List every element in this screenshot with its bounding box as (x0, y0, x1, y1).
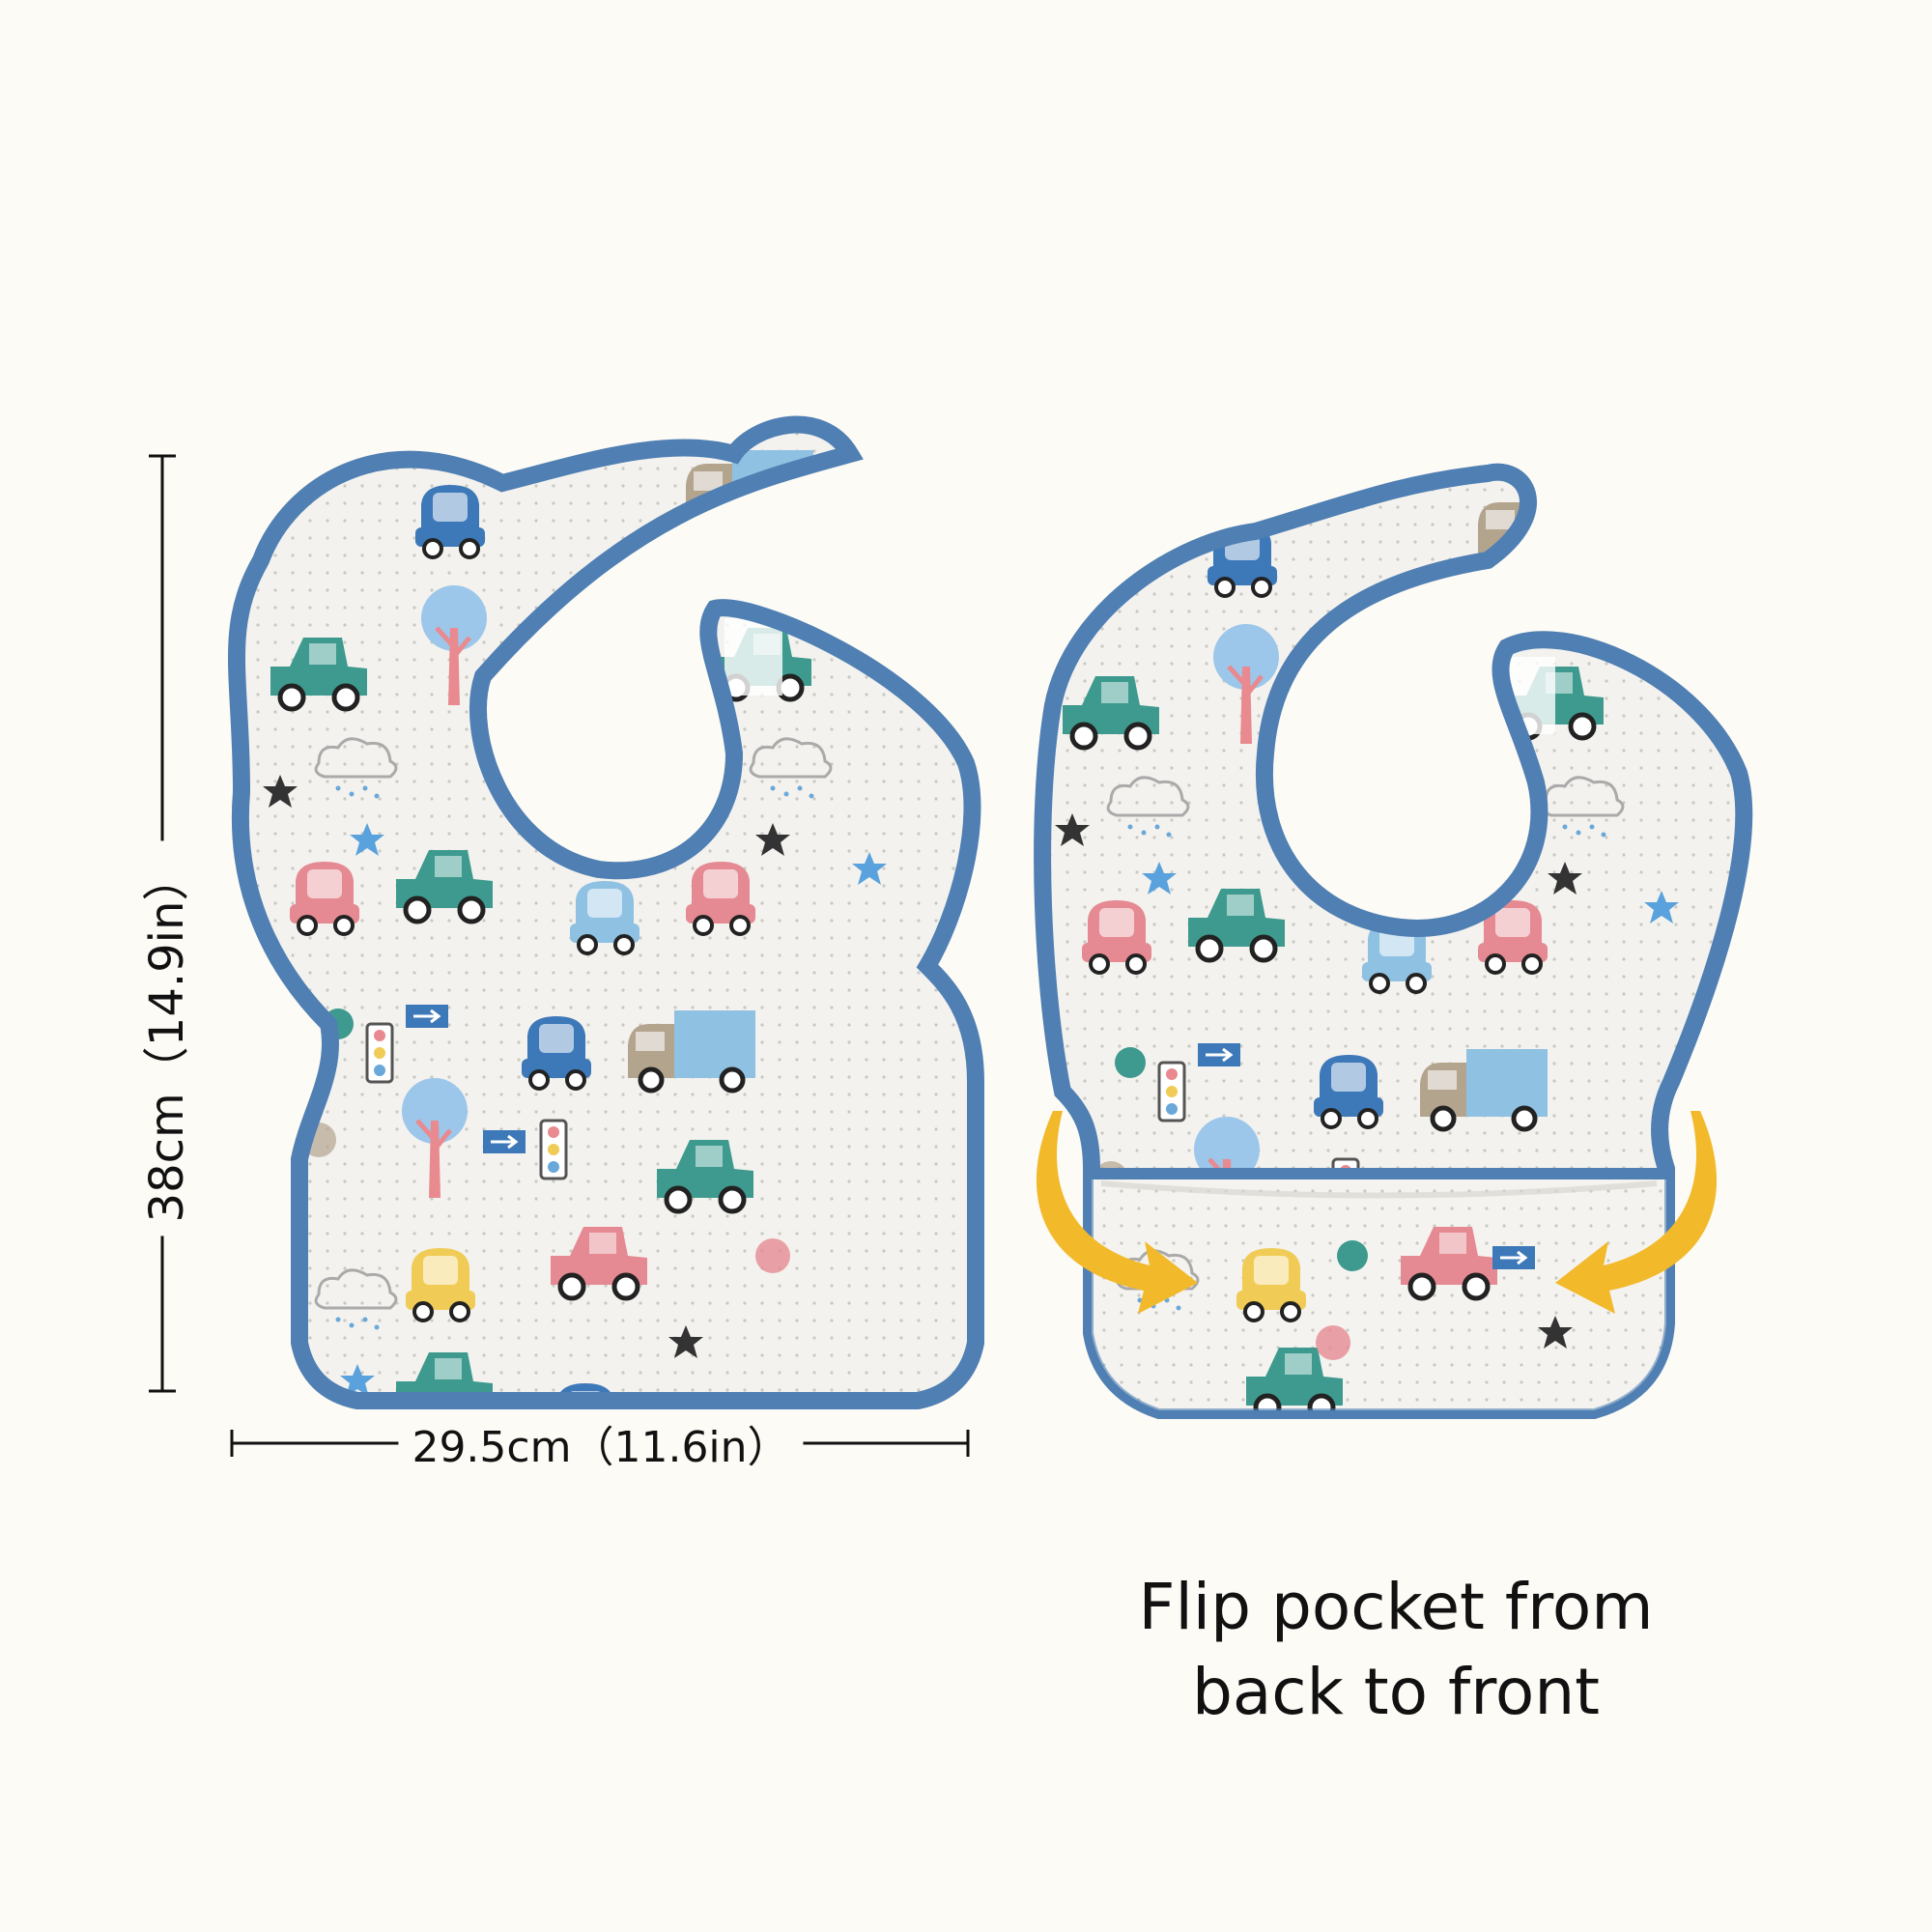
height-dimension-label: 38cm（14.9in） (128, 840, 196, 1236)
bib-with-pocket (1024, 464, 1893, 1526)
flip-pocket (1090, 1168, 1668, 1412)
caption-line-2: back to front (1191, 1655, 1601, 1729)
curved-arrow-icon (1036, 1111, 1718, 1314)
caption-line-1: Flip pocket from (1138, 1570, 1654, 1644)
width-dimension-label: 29.5cm（11.6in） (398, 1412, 804, 1474)
bib-flat (232, 425, 1101, 1488)
flip-pocket-caption: Flip pocket from back to front (1029, 1565, 1763, 1735)
